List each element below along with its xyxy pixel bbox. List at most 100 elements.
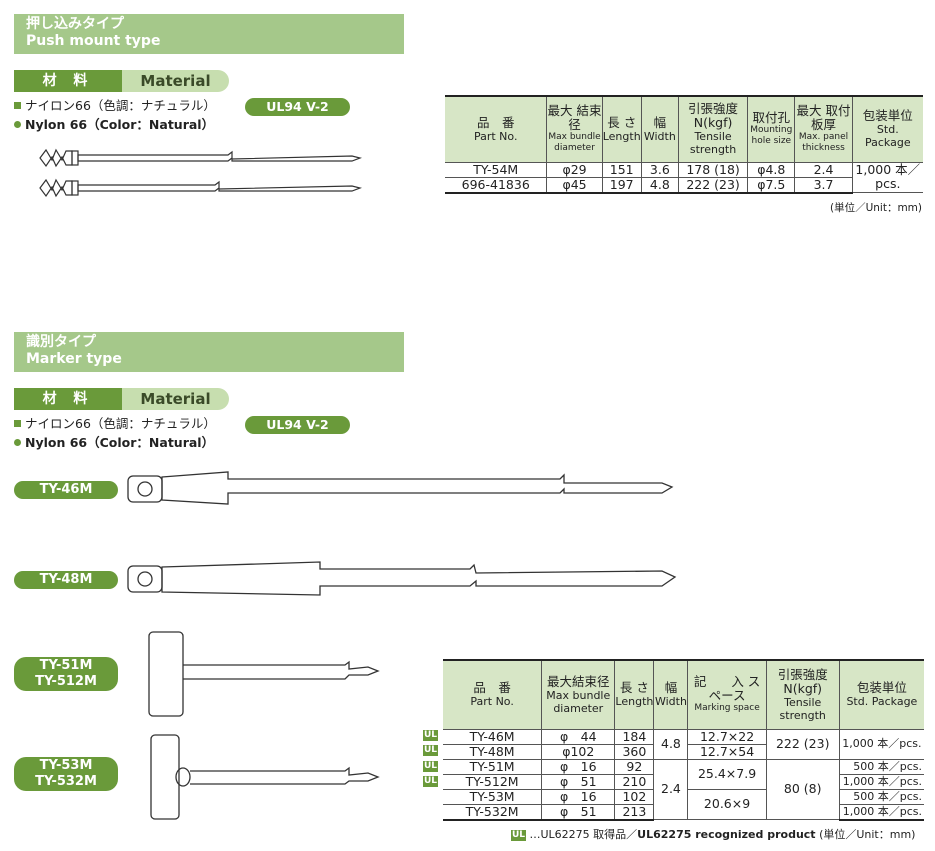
square-bullet-icon	[14, 420, 21, 427]
table-row: TY-53M φ 16 102 20.6×9 500 本／pcs.	[443, 789, 924, 820]
push-title-jp: 押し込みタイプ	[26, 16, 124, 32]
model-pill-ty46m: TY-46M	[14, 481, 118, 499]
cell-package: 500 本／pcs.	[838, 759, 924, 775]
cell-part: TY-46M	[443, 729, 542, 745]
footnote-jp: …UL62275 取得品／	[529, 828, 638, 841]
dot-bullet-icon	[14, 121, 21, 128]
cell-tensile: 222 (23)	[765, 729, 840, 760]
cell-length: 92	[614, 759, 654, 775]
cell-length: 184	[614, 729, 654, 745]
footnote-en: UL62275 recognized product	[637, 828, 816, 841]
cell-width: 3.6	[640, 162, 679, 178]
marker-tie-illustration-51	[148, 631, 380, 717]
footnote-unit: (単位／Unit：mm)	[819, 828, 916, 841]
cell-hole: φ4.8	[747, 162, 795, 178]
cell-bundle: φ45	[546, 177, 603, 194]
cell-bundle: φ 44	[541, 729, 615, 745]
dot-bullet-icon	[14, 439, 21, 446]
cell-part: TY-53M	[443, 789, 542, 805]
marker-spec-en: Nylon 66（Color：Natural）	[25, 435, 215, 450]
marker-tie-illustration-53	[150, 734, 380, 820]
push-spec-jp-line: ナイロン66（色調：ナチュラル）	[14, 96, 216, 115]
table-row: TY-48M φ102 360 12.7×54	[443, 744, 924, 760]
cell-panel: 2.4	[794, 162, 853, 178]
cell-length: 151	[601, 162, 642, 178]
push-spec-en-line: Nylon 66（Color：Natural）	[14, 115, 216, 134]
cell-package: 1,000 本／pcs.	[838, 729, 924, 760]
ul-mark-icon: UL	[511, 830, 526, 841]
push-tie-illustration-2	[39, 178, 363, 198]
cell-marking: 25.4×7.9	[687, 759, 767, 790]
cell-width: 4.8	[640, 177, 679, 194]
push-spec-en: Nylon 66（Color：Natural）	[25, 117, 215, 132]
cell-marking: 12.7×22	[687, 729, 767, 745]
cell-package: 1,000 本／pcs.	[838, 804, 924, 821]
marker-ul-badge: UL94 V-2	[245, 416, 350, 434]
push-spec: ナイロン66（色調：ナチュラル） Nylon 66（Color：Natural）	[14, 96, 216, 134]
cell-bundle: φ 51	[541, 774, 615, 790]
marker-material-jp: 材 料	[14, 388, 122, 410]
marker-title-en: Marker type	[26, 351, 122, 367]
cell-tensile: 80 (8)	[765, 759, 840, 820]
push-ul-badge: UL94 V-2	[245, 98, 350, 116]
push-material-bar: 材 料 Material	[14, 70, 229, 92]
cell-bundle: φ102	[541, 744, 615, 760]
cell-part: TY-51M	[443, 759, 542, 775]
marker-material-bar: 材 料 Material	[14, 388, 229, 410]
cell-part: TY-532M	[443, 804, 542, 821]
cell-length: 197	[601, 177, 642, 194]
table-row: TY-532M φ 51 213 1,000 本／pcs.	[443, 804, 924, 821]
marker-spec-jp-line: ナイロン66（色調：ナチュラル）	[14, 414, 216, 433]
cell-hole: φ7.5	[747, 177, 795, 194]
cell-length: 210	[614, 774, 654, 790]
push-material-jp: 材 料	[14, 70, 122, 92]
cell-width: 2.4	[653, 759, 688, 820]
cell-bundle: φ29	[546, 162, 603, 178]
ul-mark-icon: UL	[423, 776, 438, 787]
col-tensile: 引張強度 N(kgf)Tensile strength	[765, 659, 840, 730]
ul-mark-icon: UL	[423, 745, 438, 756]
cell-marking: 20.6×9	[687, 789, 767, 820]
marker-spec: ナイロン66（色調：ナチュラル） Nylon 66（Color：Natural）	[14, 414, 216, 452]
table-row: 696-41836 φ45 197 4.8 222 (23) φ7.5 3.7	[445, 177, 923, 194]
cell-package: 500 本／pcs.	[838, 789, 924, 805]
cell-part: TY-48M	[443, 744, 542, 760]
marker-tie-illustration-48	[127, 561, 677, 596]
cell-length: 213	[614, 804, 654, 821]
cell-tensile: 178 (18)	[677, 162, 748, 178]
push-title-en: Push mount type	[26, 33, 161, 49]
cell-length: 360	[614, 744, 654, 760]
table-row: TY-512M φ 51 210 1,000 本／pcs.	[443, 774, 924, 790]
marker-tie-illustration-46	[127, 471, 674, 505]
cell-part: 696-41836	[445, 177, 547, 194]
cell-tensile: 222 (23)	[677, 177, 748, 194]
ul-mark-icon: UL	[423, 761, 438, 772]
cell-panel: 3.7	[794, 177, 853, 194]
square-bullet-icon	[14, 102, 21, 109]
push-tie-illustration-1	[39, 148, 363, 168]
cell-package: 1,000 本／pcs.	[838, 774, 924, 790]
ul-mark-icon: UL	[423, 730, 438, 741]
cell-part: TY-512M	[443, 774, 542, 790]
cell-bundle: φ 16	[541, 759, 615, 775]
table-row: TY-51M φ 16 92 2.4 25.4×7.9 80 (8) 500 本…	[443, 759, 924, 820]
marker-section-title: 識別タイプ Marker type	[14, 332, 404, 372]
cell-marking: 12.7×54	[687, 744, 767, 760]
marker-material-en: Material	[122, 388, 229, 410]
cell-bundle: φ 51	[541, 804, 615, 821]
